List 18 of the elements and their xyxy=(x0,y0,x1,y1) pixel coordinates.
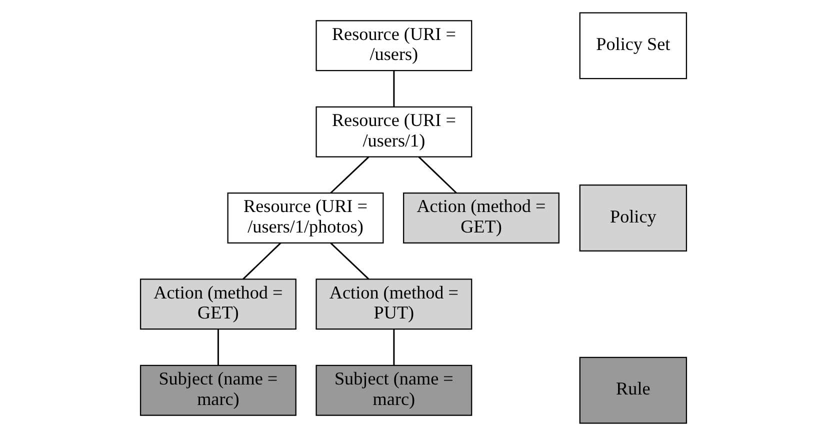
connector xyxy=(393,329,395,366)
node-box: Action (method = PUT) xyxy=(316,278,472,330)
connector xyxy=(393,70,395,107)
connector xyxy=(242,242,282,280)
legend-label: Policy xyxy=(610,206,656,226)
node-box: Action (method = GET) xyxy=(140,278,296,330)
connector xyxy=(217,329,219,366)
connector xyxy=(330,242,370,280)
node-box: Action (method = GET) xyxy=(403,192,560,244)
node-box: Subject (name = marc) xyxy=(140,364,296,416)
node-box: Resource (URI = /users/1/photos) xyxy=(227,192,384,244)
legend-label: Rule xyxy=(616,378,650,399)
node-box: Subject (name = marc) xyxy=(316,364,472,416)
connector xyxy=(418,156,457,194)
node-box: Resource (URI = /users) xyxy=(316,20,472,72)
node-box: Resource (URI = /users/1) xyxy=(316,106,472,158)
connector xyxy=(330,156,370,194)
legend-label: Policy Set xyxy=(596,34,670,54)
